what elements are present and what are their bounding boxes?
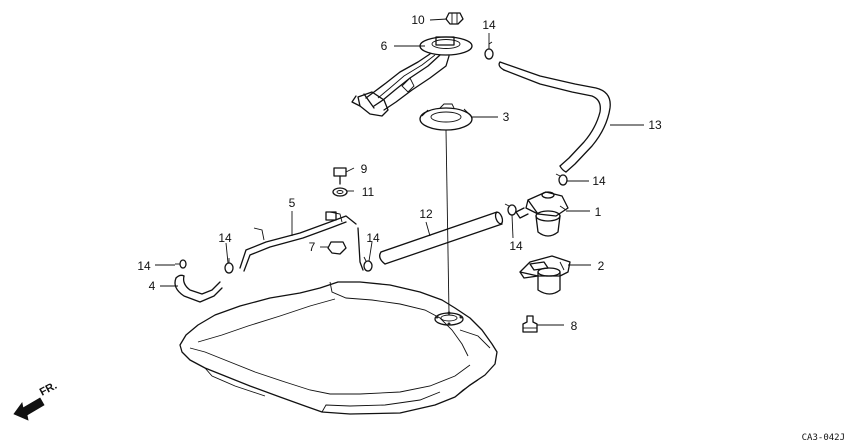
fuel-gauge-sender-part	[351, 36, 473, 117]
washer-part	[332, 187, 348, 197]
clip-part	[175, 259, 187, 269]
front-label: FR.	[38, 380, 59, 399]
callout-9: 9	[361, 162, 368, 176]
callout-numbers: 10 14 6 3 13 9 14 11 1 5 12 14 7 14 14 2…	[137, 13, 662, 333]
callout-3: 3	[503, 110, 510, 124]
callout-14: 14	[137, 259, 151, 273]
arrow-icon	[13, 397, 45, 421]
small-nut-part	[327, 241, 347, 255]
callout-12: 12	[419, 207, 433, 221]
callout-14: 14	[366, 231, 380, 245]
filter-holder-part	[519, 255, 571, 295]
clip-part	[363, 256, 373, 272]
callout-7: 7	[309, 240, 316, 254]
leader-lines	[155, 18, 644, 326]
callout-2: 2	[598, 259, 605, 273]
callout-14: 14	[218, 231, 232, 245]
callout-11: 11	[362, 185, 375, 199]
callout-8: 8	[571, 319, 578, 333]
callout-10: 10	[411, 13, 425, 27]
assembly-line	[445, 129, 450, 314]
callout-14: 14	[592, 174, 606, 188]
clip-part	[504, 203, 517, 216]
clip-part	[224, 258, 234, 274]
fuel-pipe-part	[379, 211, 504, 265]
fuel-hose-part	[498, 61, 611, 173]
vapor-pipe-part	[239, 211, 364, 272]
callout-13: 13	[648, 118, 662, 132]
diagram-code: CA3-042J	[802, 433, 845, 443]
front-direction-marker: FR.	[13, 380, 59, 421]
bolt-part	[333, 167, 347, 185]
callout-4: 4	[149, 279, 156, 293]
fuel-filter-part	[515, 191, 569, 237]
nut-part	[445, 12, 464, 25]
callout-1: 1	[595, 205, 602, 219]
short-hose-part	[174, 274, 223, 303]
clip-part	[555, 173, 568, 186]
callout-6: 6	[381, 39, 388, 53]
callout-14: 14	[482, 18, 496, 32]
lock-ring-part	[419, 103, 473, 131]
drain-bolt-part	[522, 315, 538, 333]
callout-14: 14	[509, 239, 523, 253]
fuel-tank	[179, 281, 498, 415]
callout-5: 5	[289, 196, 296, 210]
